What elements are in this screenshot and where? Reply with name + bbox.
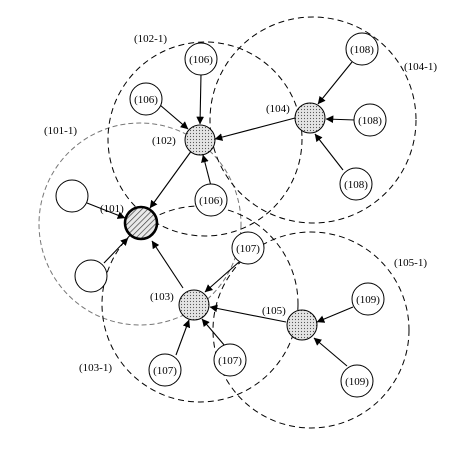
- edge-blankB-101: [103, 237, 129, 264]
- edge-104-102: [214, 117, 296, 141]
- node-label-106c: (106): [199, 195, 223, 207]
- edges: [86, 61, 356, 367]
- region-101: [38, 122, 242, 326]
- region-label-102: (102-1): [134, 33, 167, 45]
- edge-109a-105: [316, 306, 354, 323]
- node-106a: [184, 42, 218, 76]
- edge-108b-104: [325, 115, 356, 124]
- node-label-107c: (107): [218, 355, 242, 367]
- edge-106b-102: [159, 104, 189, 130]
- node-109b: [340, 364, 374, 398]
- node-106b: [129, 82, 163, 116]
- node-label-108a: (108): [350, 44, 374, 56]
- node-label-102: (102): [152, 135, 176, 147]
- edge-106c-102: [201, 154, 212, 187]
- edge-108a-104: [317, 61, 353, 105]
- node-label-109b: (109): [345, 376, 369, 388]
- node-label-107a: (107): [236, 243, 260, 255]
- edge-108c-104: [314, 133, 344, 171]
- node-label-107b: (107): [153, 365, 177, 377]
- region-104: [209, 16, 417, 224]
- edge-blankA-101: [86, 202, 126, 219]
- node-label-105: (105): [262, 305, 286, 317]
- edge-107b-103: [175, 319, 191, 356]
- region-102: [107, 41, 303, 237]
- node-label-108b: (108): [358, 115, 382, 127]
- node-label-108c: (108): [344, 179, 368, 191]
- node-107a: [231, 231, 265, 265]
- node-105: [286, 309, 318, 341]
- node-109a: [351, 282, 385, 316]
- node-107c: [213, 343, 247, 377]
- edge-103-101: [151, 240, 184, 289]
- edge-102-101: [149, 149, 193, 209]
- node-label-103: (103): [150, 291, 174, 303]
- node-102: [184, 124, 216, 156]
- edge-107a-103: [204, 261, 240, 293]
- node-108a: [345, 32, 379, 66]
- hub-nodes: (101) (102) (104) (103) (105): [100, 102, 326, 341]
- region-105: [212, 231, 410, 429]
- node-104: [294, 102, 326, 134]
- node-106c: [194, 183, 228, 217]
- node-label-109a: (109): [356, 294, 380, 306]
- region-label-104: (104-1): [404, 61, 437, 73]
- edge-107c-103: [201, 318, 226, 347]
- node-101-root: [123, 205, 159, 241]
- node-blank-b: [74, 259, 108, 293]
- leaf-nodes: (106) (106) (106) (108) (108) (108) (107…: [55, 32, 387, 398]
- node-label-106a: (106): [189, 54, 213, 66]
- edge-106a-102: [196, 73, 204, 125]
- node-103: [178, 289, 210, 321]
- edge-109b-105: [313, 337, 348, 367]
- region-label-103: (103-1): [79, 362, 112, 374]
- node-label-101: (101): [100, 203, 124, 215]
- node-label-104: (104): [266, 103, 290, 115]
- node-label-106b: (106): [134, 94, 158, 106]
- region-labels: (101-1) (102-1) (104-1) (103-1) (105-1): [44, 33, 437, 374]
- node-107b: [148, 353, 182, 387]
- node-108c: [339, 167, 373, 201]
- node-blank-a: [55, 179, 89, 213]
- node-108b: [353, 103, 387, 137]
- edge-105-103: [209, 304, 287, 323]
- region-label-101: (101-1): [44, 125, 77, 137]
- region-label-105: (105-1): [394, 257, 427, 269]
